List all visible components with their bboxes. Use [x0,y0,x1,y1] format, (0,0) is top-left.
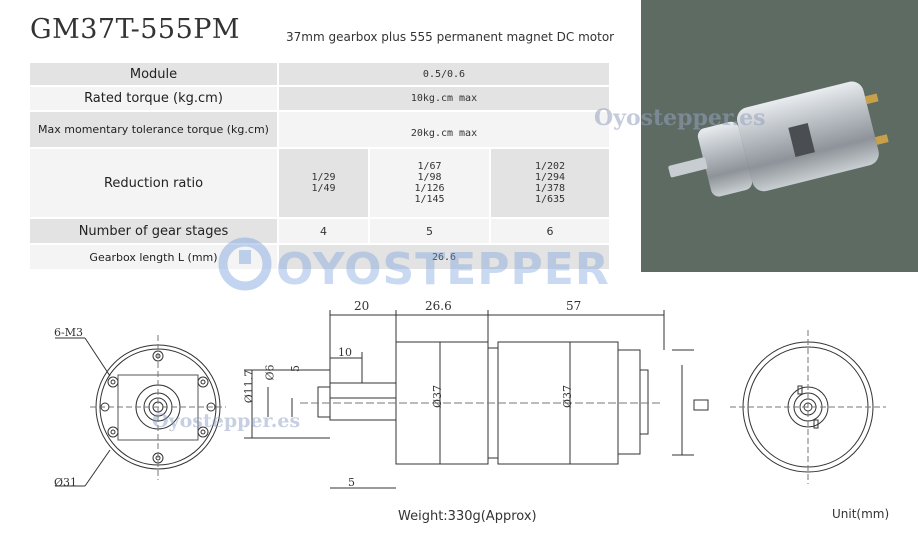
motor-photo-illustration [668,81,889,197]
ratio-group-4-stage: 1/29 1/49 [279,149,368,217]
weight-label: Weight:330g(Approx) [398,509,537,524]
logo-gear-icon [218,237,272,291]
gear-stages-5: 5 [370,219,489,243]
ratio-value: 1/67 [417,161,442,172]
logo-watermark: OYOSTEPPER [276,244,610,295]
ratio-group-5-stage: 1/67 1/98 1/126 1/145 [370,149,489,217]
gearbox-length-value: 26.6 [279,245,609,269]
side-view [244,310,709,489]
ratio-value: 1/202 [534,161,566,172]
output-shaft [668,157,708,178]
ratio-value: 1/635 [534,194,566,205]
max-torque-label: Max momentary tolerance torque (kg.cm) [30,112,277,147]
model-title: GM37T-555PM [30,14,241,45]
dimension-flat-length: 10 [338,346,352,359]
product-subtitle: 37mm gearbox plus 555 permanent magnet D… [286,30,615,44]
product-photo: Oyostepper.es [594,0,918,272]
module-value: 0.5/0.6 [279,63,609,85]
dimension-shaft-diameter: Ø6 [263,364,277,381]
ratio-value: 1/294 [534,172,566,183]
watermark-photo: Oyostepper.es [594,105,766,131]
terminal [864,93,879,105]
gear-stages-label: Number of gear stages [30,219,277,243]
ratio-group-6-stage: 1/202 1/294 1/378 1/635 [491,149,609,217]
ratio-value: 1/98 [417,172,442,183]
callout-screw-holes: 6-M3 [54,326,83,339]
module-label: Module [30,63,277,85]
dimension-shaft-length: 20 [354,299,370,313]
rated-torque-value: 10kg.cm max [279,87,609,110]
dimension-motor-diameter: Ø37 [561,384,575,409]
technical-drawing [55,310,886,489]
gear-stages-4: 4 [279,219,368,243]
dimension-flange-thickness: 5 [348,476,355,489]
dimension-gearbox-length: 26.6 [425,299,452,313]
callout-front-diameter: Ø31 [54,476,78,489]
max-torque-value: 20kg.cm max [279,112,609,147]
rated-torque-label: Rated torque (kg.cm) [30,87,277,110]
reduction-ratio-label: Reduction ratio [30,149,277,217]
ratio-value: 1/49 [311,183,336,194]
front-view [55,335,226,487]
terminal [875,134,889,145]
ratio-value: 1/145 [414,194,445,205]
dimension-motor-length: 57 [566,299,582,313]
gear-stages-6: 6 [491,219,609,243]
dimension-gearbox-diameter: Ø37 [431,384,445,409]
unit-label: Unit(mm) [832,507,890,521]
rear-view [730,330,886,484]
gearbox-body [697,121,753,197]
dimension-flat-width: 5 [289,365,302,372]
ratio-value: 1/29 [311,172,336,183]
gearbox-length-label: Gearbox length L (mm) [30,245,277,269]
ratio-value: 1/378 [534,183,566,194]
dimension-boss-diameter: Ø11.7 [242,369,256,404]
ratio-value: 1/126 [414,183,445,194]
watermark-drawing: Oyostepper.es [152,410,301,432]
vent [788,123,815,157]
